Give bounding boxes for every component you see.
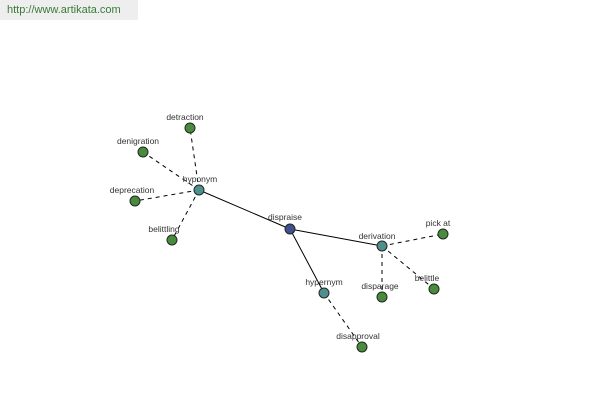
node-belittling[interactable] [166,234,178,246]
source-banner: http://www.artikata.com [0,0,138,20]
node-hyponym[interactable] [193,184,205,196]
node-label-denigration[interactable]: denigration [117,136,159,146]
node-belittle[interactable] [428,283,440,295]
node-denigration[interactable] [137,146,149,158]
edge-hyponym-to-deprecation [134,189,200,202]
node-label-disapproval[interactable]: disapproval [336,331,380,341]
node-label-derivation[interactable]: derivation [359,231,396,241]
edge-dispraise-to-hypernym [289,228,325,294]
node-pick-at[interactable] [437,228,449,240]
edge-hypernym-to-disapproval [323,292,363,348]
node-label-detraction[interactable]: detraction [166,112,204,122]
node-hypernym[interactable] [318,287,330,299]
node-disapproval[interactable] [356,341,368,353]
node-label-deprecation[interactable]: deprecation [110,185,155,195]
edge-derivation-to-belittle [381,245,435,290]
node-deprecation[interactable] [129,195,141,207]
source-url[interactable]: http://www.artikata.com [7,4,121,16]
nodes-layer [129,122,449,353]
node-label-belittle[interactable]: belittle [415,273,440,283]
node-dispraise[interactable] [284,223,296,235]
node-label-disparage[interactable]: disparage [361,281,399,291]
edge-dispraise-to-derivation [289,228,383,247]
edges-layer [134,127,444,348]
node-derivation[interactable] [376,240,388,252]
edge-hyponym-to-denigration [142,151,200,191]
node-label-pick-at[interactable]: pick at [426,218,451,228]
node-label-belittling[interactable]: belittling [148,224,179,234]
edge-derivation-to-pick-at [381,233,444,247]
node-label-hyponym[interactable]: hyponym [183,174,218,184]
edge-dispraise-to-hyponym [198,189,291,230]
edge-hyponym-to-belittling [171,189,200,241]
node-label-hypernym[interactable]: hypernym [305,277,342,287]
node-detraction[interactable] [184,122,196,134]
labels-layer: dispraise hyponym derivation hypernym detrac… [110,112,451,341]
node-label-dispraise[interactable]: dispraise [268,212,302,222]
node-disparage[interactable] [376,291,388,303]
edge-hyponym-to-detraction [189,127,200,191]
